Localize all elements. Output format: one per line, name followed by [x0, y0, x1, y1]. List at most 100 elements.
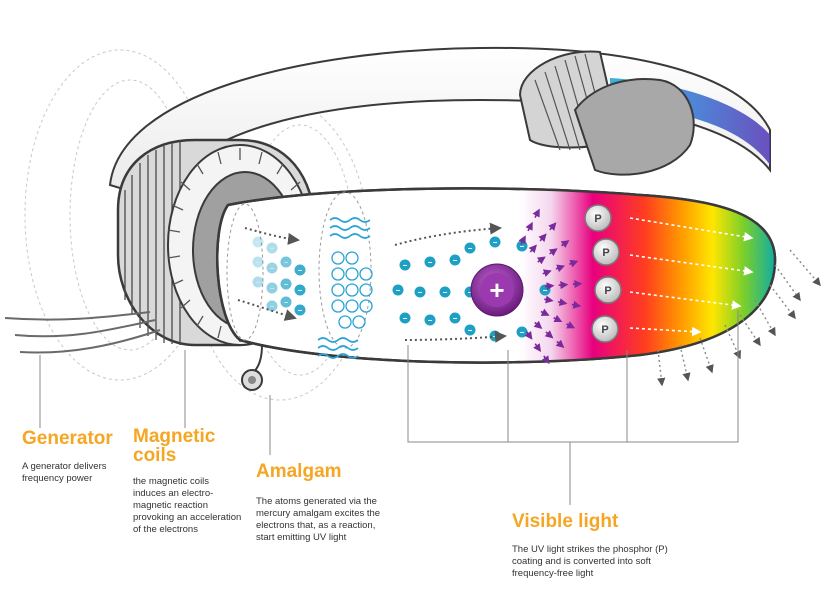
uv-arrow — [518, 235, 526, 245]
electron — [280, 256, 292, 268]
electron-sign: − — [453, 256, 458, 265]
uv-waves — [317, 217, 371, 359]
electron-sign: − — [428, 258, 433, 267]
electron — [424, 256, 436, 268]
electron — [280, 296, 292, 308]
amalgam-description: The atoms generated via the mercury amal… — [256, 496, 381, 543]
visible-light-arrows — [629, 217, 754, 337]
uv-arrow — [560, 240, 570, 248]
uv-arrow — [542, 269, 552, 277]
uv-arrow — [536, 256, 546, 265]
electron — [280, 278, 292, 290]
electron — [399, 259, 411, 271]
electron — [266, 282, 278, 294]
electron-sign: − — [270, 302, 275, 311]
phosphor-p-2: P — [592, 238, 620, 266]
electron-sign: − — [256, 258, 261, 267]
electron-sign: − — [284, 298, 289, 307]
electron — [294, 304, 306, 316]
uv-arrow — [544, 295, 554, 304]
generator-description: A generator delivers frequency power — [22, 461, 107, 484]
power-cables — [4, 311, 161, 354]
amalgam-nub — [241, 344, 263, 391]
electron-sign: − — [256, 238, 261, 247]
electron-sign: − — [298, 266, 303, 275]
electron-sign: − — [520, 328, 525, 337]
electron — [449, 254, 461, 266]
electron-sign: − — [493, 238, 498, 247]
electron — [464, 324, 476, 336]
electron — [294, 284, 306, 296]
electron — [414, 286, 426, 298]
electrons: −−−−−−−−−−−−−−−−−−−−−−−−−−−−−− — [252, 236, 551, 342]
back-coil — [518, 50, 695, 176]
phosphor-p-4: P — [591, 315, 619, 343]
phosphor-label: P — [604, 285, 611, 297]
electron-sign: − — [468, 244, 473, 253]
emitted-light-arrows — [657, 249, 821, 387]
electron-sign: − — [298, 286, 303, 295]
uv-arrow — [524, 330, 533, 340]
electron — [252, 276, 264, 288]
uv-arrow — [544, 282, 555, 291]
electron — [399, 312, 411, 324]
uv-photon-arrows — [518, 208, 583, 365]
electron — [294, 264, 306, 276]
uv-arrow — [538, 233, 547, 243]
magnetic-coils-description: the magnetic coils induces an electro-ma… — [133, 476, 242, 535]
uv-arrow — [533, 320, 543, 329]
uv-arrow — [532, 208, 540, 218]
phosphor-label: P — [602, 247, 609, 259]
electron — [439, 286, 451, 298]
uv-arrow — [525, 221, 533, 232]
uv-arrow — [548, 222, 557, 231]
magnetic-coils-label: Magnetic coils — [133, 426, 216, 466]
uv-arrow — [558, 281, 569, 290]
leader-lines — [39, 310, 739, 505]
electron — [449, 312, 461, 324]
uv-arrow — [557, 298, 568, 307]
phosphor-p-1: P — [584, 204, 612, 232]
phosphor-label: P — [601, 324, 608, 336]
electron-sign: − — [443, 288, 448, 297]
uv-arrow — [555, 339, 565, 348]
electron-sign: − — [284, 258, 289, 267]
electron-sign: − — [256, 278, 261, 287]
uv-arrow — [553, 314, 563, 323]
electron — [266, 300, 278, 312]
visible-light-description: The UV light strikes the phosphor (P) co… — [512, 544, 668, 579]
electron-sign: − — [396, 286, 401, 295]
electron-sign: − — [270, 264, 275, 273]
electron-sign: − — [403, 261, 408, 270]
electron — [252, 256, 264, 268]
electron — [266, 242, 278, 254]
nucleus: + — [470, 263, 524, 317]
amalgam-label: Amalgam — [256, 461, 342, 482]
generator-label: Generator — [22, 428, 113, 449]
electron-sign: − — [468, 288, 473, 297]
uv-arrow — [566, 321, 576, 329]
uv-arrow — [544, 330, 554, 339]
electron-sign: − — [270, 244, 275, 253]
phosphor-coating: P P P P — [584, 204, 622, 343]
electron-sign: − — [270, 284, 275, 293]
uv-arrow — [540, 308, 550, 316]
phosphor-p-3: P — [594, 276, 622, 304]
spectrum-band — [520, 188, 775, 363]
phosphor-label: P — [594, 213, 601, 225]
mercury-atoms — [331, 251, 373, 329]
flow-arrows — [237, 222, 507, 343]
nucleus-symbol: + — [489, 275, 504, 305]
uv-arrow — [541, 355, 550, 365]
uv-arrow — [571, 300, 582, 309]
uv-arrow — [528, 244, 537, 254]
electron-sign: − — [428, 316, 433, 325]
electron — [464, 242, 476, 254]
uv-arrow — [555, 264, 566, 273]
electron-sign: − — [468, 326, 473, 335]
electron-sign: − — [543, 286, 548, 295]
electron-sign: − — [284, 280, 289, 289]
electron-sign: − — [453, 314, 458, 323]
electron-sign: − — [520, 242, 525, 251]
